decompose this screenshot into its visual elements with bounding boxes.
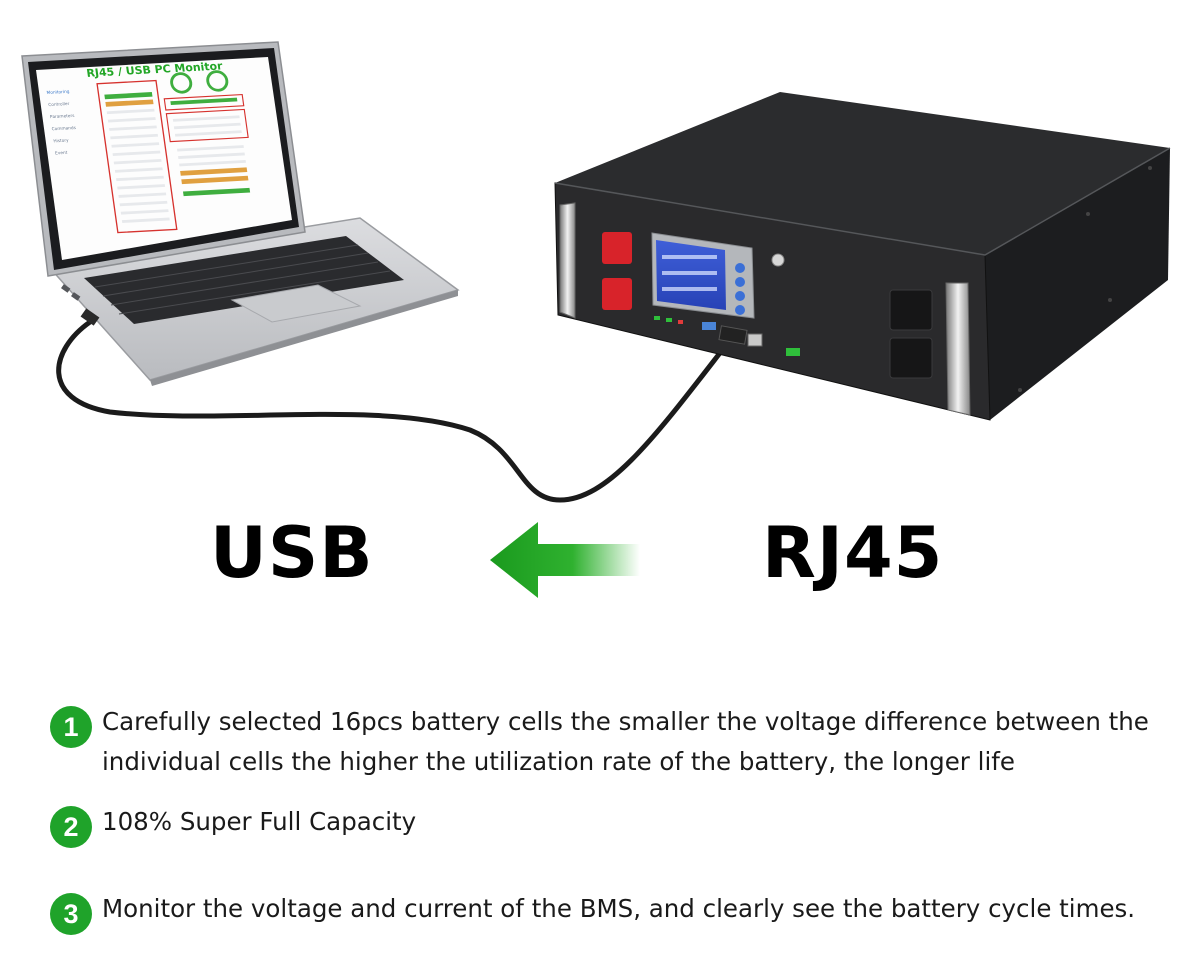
feature-text: 108% Super Full Capacity	[102, 807, 417, 836]
number-badge: 3	[50, 893, 92, 935]
direction-arrow-icon	[490, 522, 640, 598]
feature-text: Carefully selected 16pcs battery cells t…	[102, 707, 1149, 776]
number-badge: 1	[50, 706, 92, 748]
monitor-app-screen: RJ45 / USB PC Monitor Monitoring Control…	[46, 60, 251, 234]
usb-label: USB	[210, 512, 374, 594]
feature-item: 1 Carefully selected 16pcs battery cells…	[50, 706, 1170, 782]
number-badge: 2	[50, 806, 92, 848]
sidebar-item-monitoring: Monitoring	[46, 89, 70, 96]
feature-text: Monitor the voltage and current of the B…	[102, 894, 1136, 923]
usb-rj45-cable	[56, 319, 733, 503]
feature-item: 3 Monitor the voltage and current of the…	[50, 893, 1170, 935]
battery-pack	[554, 92, 1171, 421]
feature-item: 2 108% Super Full Capacity	[50, 806, 1170, 848]
product-illustration: RJ45 / USB PC Monitor Monitoring Control…	[21, 41, 1171, 598]
sidebar-item-history: History	[53, 138, 70, 145]
sidebar-item-event: Event	[55, 150, 68, 157]
laptop: RJ45 / USB PC Monitor Monitoring Control…	[21, 41, 460, 386]
sidebar-item-controller: Controller	[48, 101, 70, 108]
sidebar-item-parameters: Parameters	[50, 113, 75, 120]
sidebar-item-commands: Commands	[51, 125, 76, 132]
rj45-label: RJ45	[762, 512, 944, 594]
